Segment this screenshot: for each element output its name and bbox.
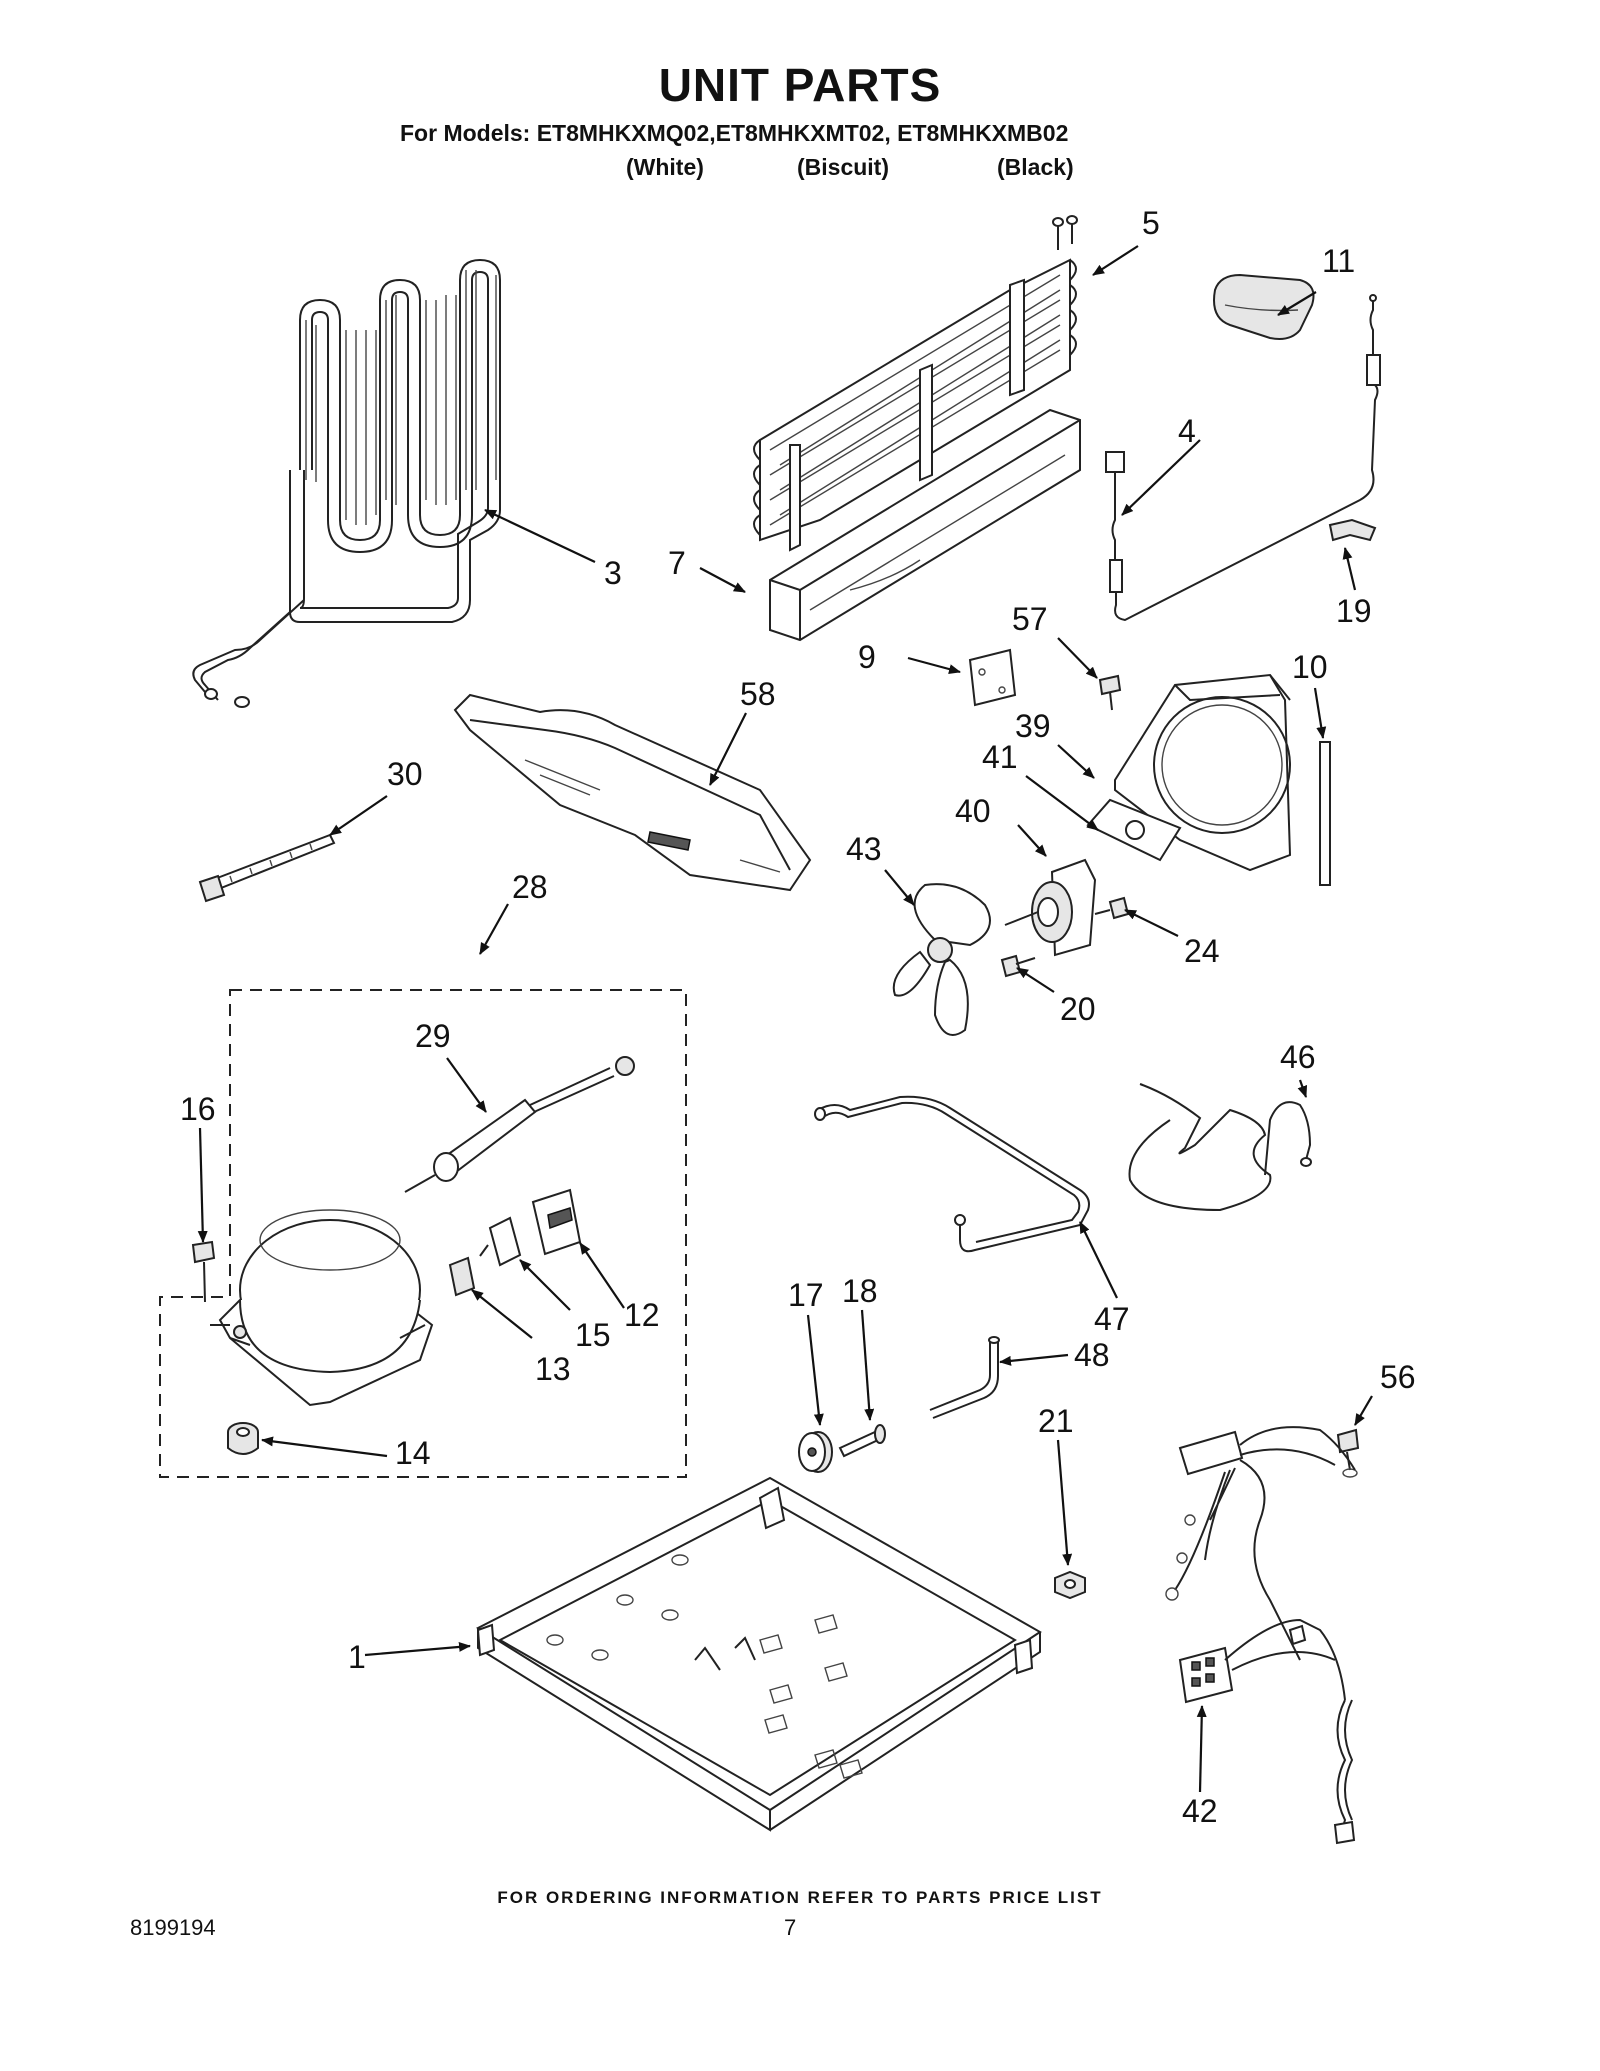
finish-biscuit: (Biscuit) [797, 154, 889, 180]
nut-part [1054, 1570, 1086, 1600]
callout-1: 1 [348, 1639, 366, 1675]
callout-57: 57 [1012, 601, 1048, 637]
callout-48: 48 [1074, 1337, 1110, 1373]
drain-trough-part [769, 408, 1081, 642]
callout-17: 17 [788, 1277, 824, 1313]
callout-40: 40 [955, 793, 991, 829]
sensor-wire-part [1105, 294, 1381, 622]
drain-pan-part [453, 693, 812, 892]
callout-10: 10 [1292, 649, 1328, 685]
document-number: 8199194 [130, 1915, 216, 1940]
callout-30: 30 [387, 756, 423, 792]
evaporator-part [753, 215, 1078, 552]
finish-black: (Black) [997, 154, 1074, 180]
fan-blade-part [892, 883, 991, 1036]
screw-20-part [1000, 954, 1036, 978]
callout-58: 58 [740, 676, 776, 712]
callout-labels: 1 3 4 5 7 9 10 11 12 13 14 15 16 17 18 1… [180, 205, 1416, 1829]
callout-46: 46 [1280, 1039, 1316, 1075]
screw-16-part [191, 1240, 216, 1303]
callout-43: 43 [846, 831, 882, 867]
fan-motor-part [1004, 858, 1097, 957]
callout-41: 41 [982, 739, 1018, 775]
compressor-part [210, 1209, 434, 1407]
callout-28: 28 [512, 869, 548, 905]
drier-part [404, 1056, 635, 1193]
leader-arrows [197, 245, 1373, 1793]
condenser-coil-part [192, 258, 501, 708]
callout-47: 47 [1094, 1301, 1130, 1337]
callout-19: 19 [1336, 593, 1372, 629]
callout-14: 14 [395, 1435, 431, 1471]
models-line: For Models: ET8MHKXMQ02,ET8MHKXMT02, ET8… [400, 120, 1069, 146]
callout-20: 20 [1060, 991, 1096, 1027]
roller-part [798, 1431, 833, 1473]
callout-9: 9 [858, 639, 876, 675]
callout-15: 15 [575, 1317, 611, 1353]
callout-21: 21 [1038, 1403, 1074, 1439]
terminal-part [448, 1256, 476, 1297]
strip-part [1319, 741, 1331, 886]
pad-part [1213, 273, 1315, 340]
callout-3: 3 [604, 555, 622, 591]
callout-24: 24 [1184, 933, 1220, 969]
callout-16: 16 [180, 1091, 216, 1127]
relay-part [531, 1188, 582, 1256]
callout-12: 12 [624, 1297, 660, 1333]
ordering-note: FOR ORDERING INFORMATION REFER TO PARTS … [497, 1888, 1103, 1907]
screw-56-part [1336, 1428, 1360, 1478]
callout-5: 5 [1142, 205, 1160, 241]
callout-56: 56 [1380, 1359, 1416, 1395]
callout-39: 39 [1015, 708, 1051, 744]
mounting-plate-part [1086, 798, 1182, 862]
callout-29: 29 [415, 1018, 451, 1054]
callout-18: 18 [842, 1273, 878, 1309]
screw-24-part [1094, 896, 1130, 920]
grommet-part [227, 1422, 259, 1455]
axle-pin-part [838, 1424, 886, 1458]
screw-57-part [1098, 674, 1122, 711]
callout-42: 42 [1182, 1793, 1218, 1829]
tube-47-part [814, 1095, 1090, 1253]
wire-harness-part [1165, 1426, 1356, 1845]
callout-13: 13 [535, 1351, 571, 1387]
bracket-part [968, 648, 1017, 707]
tube-46-part [1128, 1083, 1312, 1212]
tube-48-part [929, 1336, 1000, 1419]
finish-white: (White) [626, 154, 704, 180]
page-title: UNIT PARTS [658, 59, 942, 111]
compressor-kit-boundary [159, 989, 687, 1478]
overload-part [479, 1216, 522, 1267]
page-number: 7 [784, 1915, 797, 1940]
callout-4: 4 [1178, 413, 1196, 449]
clip-part [1328, 518, 1377, 542]
cable-tie-part [198, 833, 336, 903]
base-frame-part [475, 1476, 1042, 1832]
callout-11: 11 [1322, 243, 1355, 279]
callout-7: 7 [668, 545, 686, 581]
